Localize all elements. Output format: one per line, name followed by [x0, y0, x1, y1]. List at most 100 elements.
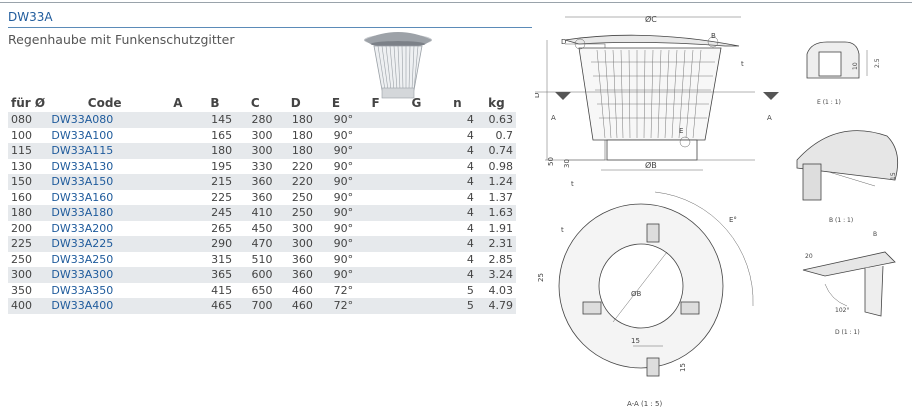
table-cell: 100 [8, 127, 49, 143]
table-cell[interactable]: DW33A080 [48, 112, 161, 128]
table-cell: 4 [437, 174, 477, 190]
table-cell: 4 [437, 251, 477, 267]
table-cell [160, 236, 195, 252]
table-cell [160, 112, 195, 128]
detail-b [796, 130, 899, 201]
table-cell[interactable]: DW33A225 [48, 236, 161, 252]
table-cell[interactable]: DW33A350 [48, 282, 161, 298]
d-label: D [561, 38, 566, 46]
dim-b-label: ØB [645, 160, 657, 170]
table-cell[interactable]: DW33A180 [48, 205, 161, 221]
table-cell: 265 [194, 220, 236, 236]
col-header: kg [488, 96, 505, 110]
detail-b-label: B (1 : 1) [829, 217, 853, 224]
table-cell[interactable]: DW33A100 [48, 127, 161, 143]
table-cell: 400 [8, 298, 49, 314]
table-cell: 225 [8, 236, 49, 252]
table-cell: 4 [437, 158, 477, 174]
table-cell: 4 [437, 267, 477, 283]
table-cell[interactable]: DW33A130 [48, 158, 161, 174]
t-top-label: t [741, 60, 744, 68]
table-cell: 200 [8, 220, 49, 236]
table-cell: 0.63 [476, 112, 516, 128]
table-cell: 1.24 [476, 174, 516, 190]
table-cell: 250 [275, 205, 316, 221]
table-cell [160, 282, 195, 298]
dim-d-label: D [535, 93, 541, 98]
col-header: G [411, 96, 422, 110]
table-cell [356, 220, 396, 236]
header-top-rule [0, 2, 912, 3]
table-cell: 360 [235, 174, 276, 190]
table-cell [160, 127, 195, 143]
table-cell [160, 267, 195, 283]
table-cell [160, 251, 195, 267]
col-header: C [250, 96, 260, 110]
table-cell: 115 [8, 143, 49, 159]
table-cell [356, 267, 396, 283]
dim-c-label: ØC [645, 14, 657, 24]
table-cell: 180 [8, 205, 49, 221]
table-cell: 2.31 [476, 236, 516, 252]
col-header: F [371, 96, 380, 110]
table-cell [395, 267, 438, 283]
table-cell [356, 251, 396, 267]
table-cell: 315 [194, 251, 236, 267]
table-cell: 4 [437, 236, 477, 252]
detail-d-label: D (1 : 1) [835, 329, 860, 336]
table-cell: 460 [275, 282, 316, 298]
table-cell [160, 158, 195, 174]
table-cell: 4 [437, 112, 477, 128]
table-cell: 300 [235, 143, 276, 159]
table-cell[interactable]: DW33A150 [48, 174, 161, 190]
table-cell: 90° [315, 205, 357, 221]
table-cell: 180 [194, 143, 236, 159]
section-label: A-A (1 : 5) [627, 400, 662, 408]
table-cell: 4 [437, 127, 477, 143]
table-cell: 90° [315, 251, 357, 267]
table-cell: 72° [315, 282, 357, 298]
table-cell: 1.37 [476, 189, 516, 205]
table-cell [395, 174, 438, 190]
table-cell: 130 [8, 158, 49, 174]
table-cell: 5 [437, 298, 477, 314]
table-cell[interactable]: DW33A250 [48, 251, 161, 267]
product-title: DW33A [8, 10, 53, 24]
table-cell: 410 [235, 205, 276, 221]
table-cell: 90° [315, 143, 357, 159]
t-plan-label: t [561, 226, 564, 234]
table-cell [356, 158, 396, 174]
table-cell: 290 [194, 236, 236, 252]
dim-50-label: 50 [547, 157, 555, 166]
table-cell: 300 [275, 236, 316, 252]
detail-b-15-label: 15 [890, 172, 897, 180]
dim-25-label: 25 [537, 273, 545, 282]
table-cell[interactable]: DW33A300 [48, 267, 161, 283]
table-cell[interactable]: DW33A200 [48, 220, 161, 236]
table-cell [395, 236, 438, 252]
table-cell: 360 [275, 267, 316, 283]
col-header: E [331, 96, 341, 110]
table-cell: 4 [437, 220, 477, 236]
table-cell [395, 251, 438, 267]
table-cell [395, 282, 438, 298]
table-cell [160, 298, 195, 314]
table-cell[interactable]: DW33A400 [48, 298, 161, 314]
detail-d [802, 251, 896, 317]
b-label: B [711, 32, 716, 40]
table-cell[interactable]: DW33A115 [48, 143, 161, 159]
table-cell[interactable]: DW33A160 [48, 189, 161, 205]
table-cell: 2.85 [476, 251, 516, 267]
col-header: B [210, 96, 220, 110]
table-cell: 72° [315, 298, 357, 314]
e-label: E [679, 127, 683, 135]
table-cell: 165 [194, 127, 236, 143]
detail-e-label: E (1 : 1) [817, 99, 841, 106]
table-cell: 360 [275, 251, 316, 267]
table-header-row: für Ø Code A B C D E F G n kg [8, 94, 516, 112]
table-cell: 225 [194, 189, 236, 205]
